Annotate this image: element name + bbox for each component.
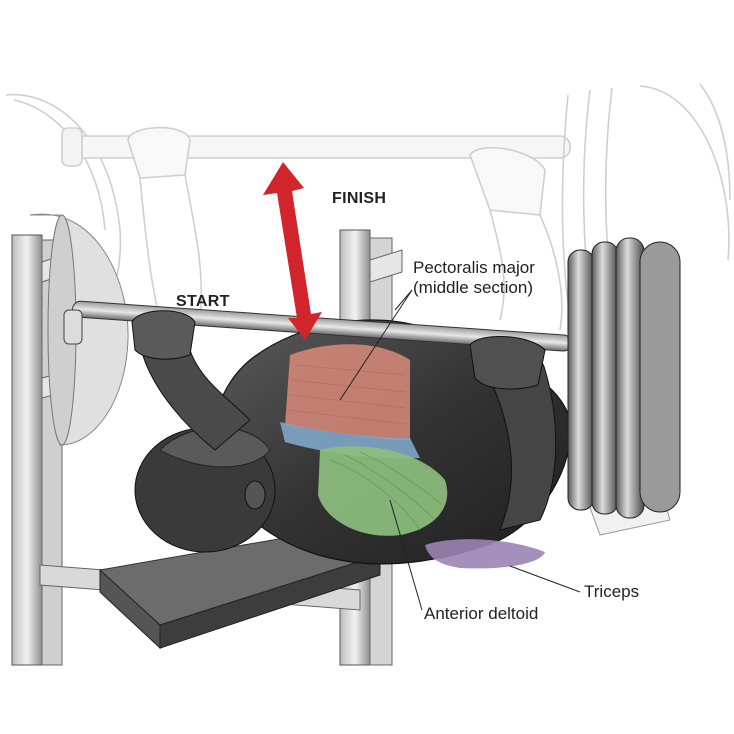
double-headed-vertical-arrow-icon [263,162,322,340]
pectoralis-label-line1: Pectoralis major [413,258,535,277]
leader-lines [339,289,581,611]
hands [131,310,546,390]
start-label: START [176,293,230,310]
finish-label: FINISH [332,190,387,207]
triceps-leader-line [509,565,581,593]
bench-pad [98,529,382,650]
triceps-label: Triceps [584,582,640,601]
pectoralis-label-line2: (middle section) [413,278,533,297]
left-hand [131,310,196,360]
pectoralis-leader-line [339,289,413,401]
ghost-right-hand [469,147,546,216]
clavicular-band-highlight [280,422,420,459]
anterior-deltoid-label: Anterior deltoid [424,604,539,623]
muscle-highlights [280,344,545,569]
ghost-finish-position [5,83,731,371]
triceps-highlight [425,539,545,569]
pectoralis-major-label: Pectoralis major (middle section) [413,258,535,298]
barbell [63,237,681,519]
pectoralis-major-highlight [285,344,410,440]
ghost-left-hand [127,126,191,179]
right-weight-plates [567,237,681,519]
anterior-deltoid-leader-line [389,499,423,611]
left-upright [11,234,43,666]
right-hand [469,336,546,390]
